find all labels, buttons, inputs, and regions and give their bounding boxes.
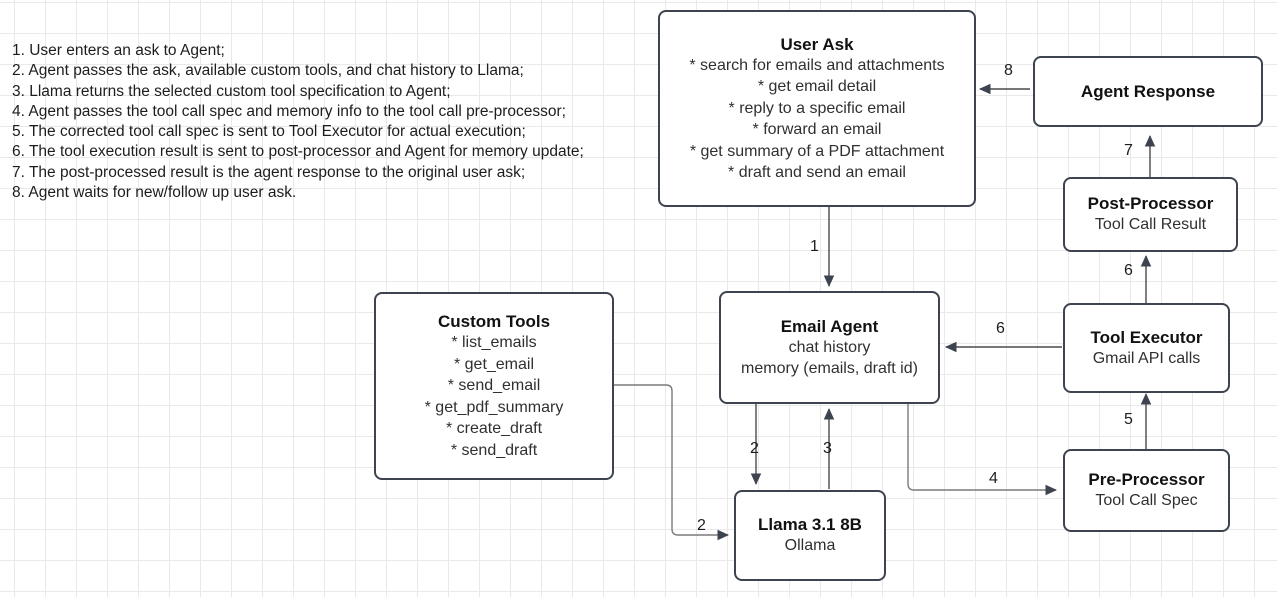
node-agent-response-title: Agent Response	[1080, 82, 1216, 101]
node-email-agent-line-2: memory (emails, draft id)	[741, 360, 918, 377]
node-post-processor-title: Post-Processor	[1087, 194, 1214, 214]
node-user-ask-line-1: * search for emails and attachments	[689, 56, 945, 74]
node-email-agent-line-1: chat history	[788, 338, 871, 356]
node-llama-line-1: Ollama	[784, 537, 836, 555]
node-post-processor-line-1: Tool Call Result	[1094, 216, 1207, 234]
edge-label-4: 4	[989, 470, 998, 487]
node-custom-tools-line-1: * list_emails	[451, 334, 537, 351]
edge-4-path	[907, 404, 1058, 496]
legend-item-3: 3. Llama returns the selected custom too…	[12, 82, 451, 100]
node-custom-tools[interactable]: Custom Tools * list_emails * get_email *…	[374, 292, 614, 480]
node-email-agent[interactable]: Email Agent chat history memory (emails,…	[719, 291, 940, 404]
legend-item-4: 4. Agent passes the tool call spec and m…	[12, 102, 566, 120]
node-llama[interactable]: Llama 3.1 8B Ollama	[734, 490, 886, 581]
node-custom-tools-line-2: * get_email	[453, 355, 535, 373]
node-custom-tools-line-3: * send_email	[447, 377, 541, 394]
legend-item-7: 7. The post-processed result is the agen…	[12, 163, 526, 181]
node-user-ask-line-3: * reply to a specific email	[728, 99, 906, 117]
node-tool-executor-title: Tool Executor	[1090, 327, 1203, 347]
node-pre-processor-title: Pre-Processor	[1088, 470, 1205, 490]
legend-item-5: 5. The corrected tool call spec is sent …	[12, 123, 526, 141]
node-custom-tools-title: Custom Tools	[437, 312, 551, 331]
node-tool-executor[interactable]: Tool Executor Gmail API calls	[1063, 303, 1230, 393]
node-user-ask-title: User Ask	[780, 34, 854, 54]
node-custom-tools-line-6: * send_draft	[450, 441, 538, 459]
node-email-agent-title: Email Agent	[780, 316, 879, 336]
node-user-ask-line-5: * get summary of a PDF attachment	[689, 142, 945, 160]
node-pre-processor-line-1: Tool Call Spec	[1095, 492, 1198, 510]
edge-label-7: 7	[1124, 142, 1133, 159]
node-custom-tools-line-5: * create_draft	[445, 420, 543, 437]
node-agent-response[interactable]: Agent Response	[1033, 56, 1263, 127]
node-user-ask-line-6: * draft and send an email	[728, 164, 906, 181]
edge-label-5: 5	[1124, 411, 1133, 428]
edge-2b-path	[614, 384, 730, 541]
legend-item-2: 2. Agent passes the ask, available custo…	[12, 62, 524, 80]
edge-label-8: 8	[1004, 62, 1013, 79]
node-tool-executor-line-1: Gmail API calls	[1092, 349, 1201, 367]
node-user-ask-line-4: * forward an email	[752, 121, 882, 138]
node-llama-title: Llama 3.1 8B	[758, 515, 862, 535]
edge-label-3: 3	[823, 440, 832, 457]
legend-item-8: 8. Agent waits for new/follow up user as…	[12, 184, 297, 202]
edge-label-2a: 2	[750, 440, 759, 457]
edge-label-6a: 6	[996, 320, 1005, 337]
legend-item-6: 6. The tool execution result is sent to …	[12, 143, 584, 161]
node-pre-processor[interactable]: Pre-Processor Tool Call Spec	[1063, 449, 1230, 532]
legend-item-1: 1. User enters an ask to Agent;	[12, 42, 225, 59]
legend-list: 1. User enters an ask to Agent; 2. Agent…	[12, 41, 642, 203]
edge-label-1: 1	[810, 238, 819, 255]
edge-label-6b: 6	[1124, 262, 1133, 279]
node-user-ask-line-2: * get email detail	[757, 78, 877, 95]
edge-label-2b: 2	[697, 517, 706, 534]
node-custom-tools-line-4: * get_pdf_summary	[424, 398, 564, 416]
node-post-processor[interactable]: Post-Processor Tool Call Result	[1063, 177, 1238, 252]
node-user-ask[interactable]: User Ask * search for emails and attachm…	[658, 10, 976, 207]
